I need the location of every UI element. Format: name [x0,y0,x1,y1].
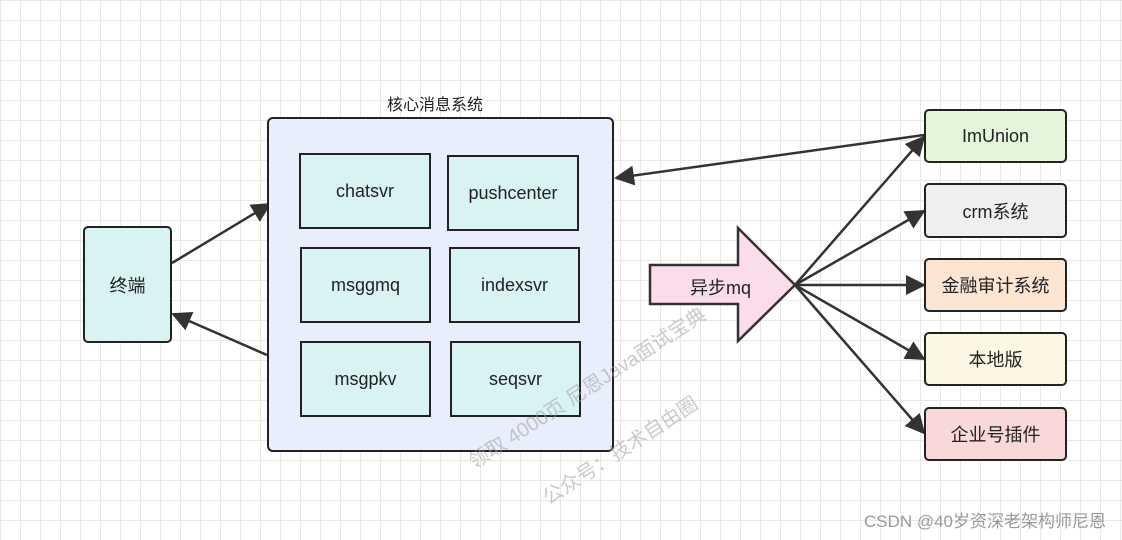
consumer-crm: crm系统 [924,183,1067,238]
consumer-enterprise-plugin: 企业号插件 [924,407,1067,461]
arrow-system-to-terminal [171,312,268,357]
module-indexsvr: indexsvr [449,247,580,323]
module-seqsvr: seqsvr [450,341,581,417]
module-msgpkv: msgpkv [300,341,431,417]
async-mq-arrow-shape [648,224,797,344]
arrow-terminal-to-system [171,202,272,265]
container-title: 核心消息系统 [387,97,484,114]
async-mq-label: 异步mq [690,278,752,298]
arrow-mq-to-crm [794,209,926,287]
module-pushcenter: pushcenter [447,155,579,231]
module-chatsvr: chatsvr [299,153,431,229]
arrow-mq-to-imunion [794,135,926,286]
arrow-mq-to-local [794,283,926,361]
consumer-finance-audit: 金融审计系统 [924,258,1067,312]
consumer-local-edition: 本地版 [924,332,1067,386]
terminal-box: 终端 [83,226,172,343]
module-msggmq: msggmq [300,247,431,323]
arrow-imunion-to-system [614,133,925,186]
footer-credit: CSDN @40岁资深老架构师尼恩 [863,512,1106,531]
consumer-imunion: ImUnion [924,109,1067,163]
arrow-mq-to-plugin [794,284,926,435]
